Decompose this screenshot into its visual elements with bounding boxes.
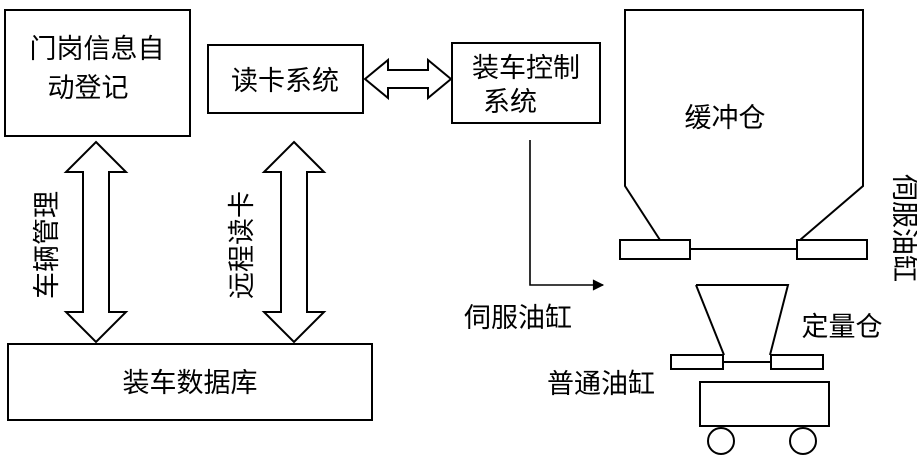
card-reader-label: 读卡系统 [231,66,339,97]
loading-database-box [7,343,373,421]
gate-registration-line1: 门岗信息自 [30,34,165,65]
vehicle-management-label: 车辆管理 [32,191,63,299]
remote-card-reading-label: 远程读卡 [227,191,258,299]
gate-registration-box [4,9,191,137]
loading-control-box [451,42,601,124]
control-signal-arrow [529,140,605,291]
truck-wheel-left [707,427,735,455]
metering-gate-left [670,354,724,370]
vehicle-management-double-arrow [63,140,129,344]
truck-body [699,381,830,427]
buffer-bin-label: 缓冲仓 [685,103,766,134]
buffer-gate-left [619,239,691,260]
servo-cylinder-right-label: 伺服油缸 [888,174,917,282]
buffer-bin-outline [624,10,864,241]
metering-gate-right [770,354,824,370]
truck-wheel-right [789,427,817,455]
card-to-control-double-arrow [363,57,453,101]
gate-registration-line2: 动登记 [48,73,129,104]
card-reader-box [207,44,364,114]
loading-database-label: 装车数据库 [123,368,258,399]
metering-bin-hopper [695,284,790,356]
loading-control-line1: 装车控制 [472,53,580,84]
buffer-gate-right [796,239,868,260]
loading-control-line2: 系统 [483,87,537,118]
servo-cylinder-left-label: 伺服油缸 [464,303,572,334]
metering-bin-label: 定量仓 [802,312,883,343]
remote-card-reading-double-arrow [261,140,327,344]
normal-cylinder-label: 普通油缸 [547,369,655,400]
